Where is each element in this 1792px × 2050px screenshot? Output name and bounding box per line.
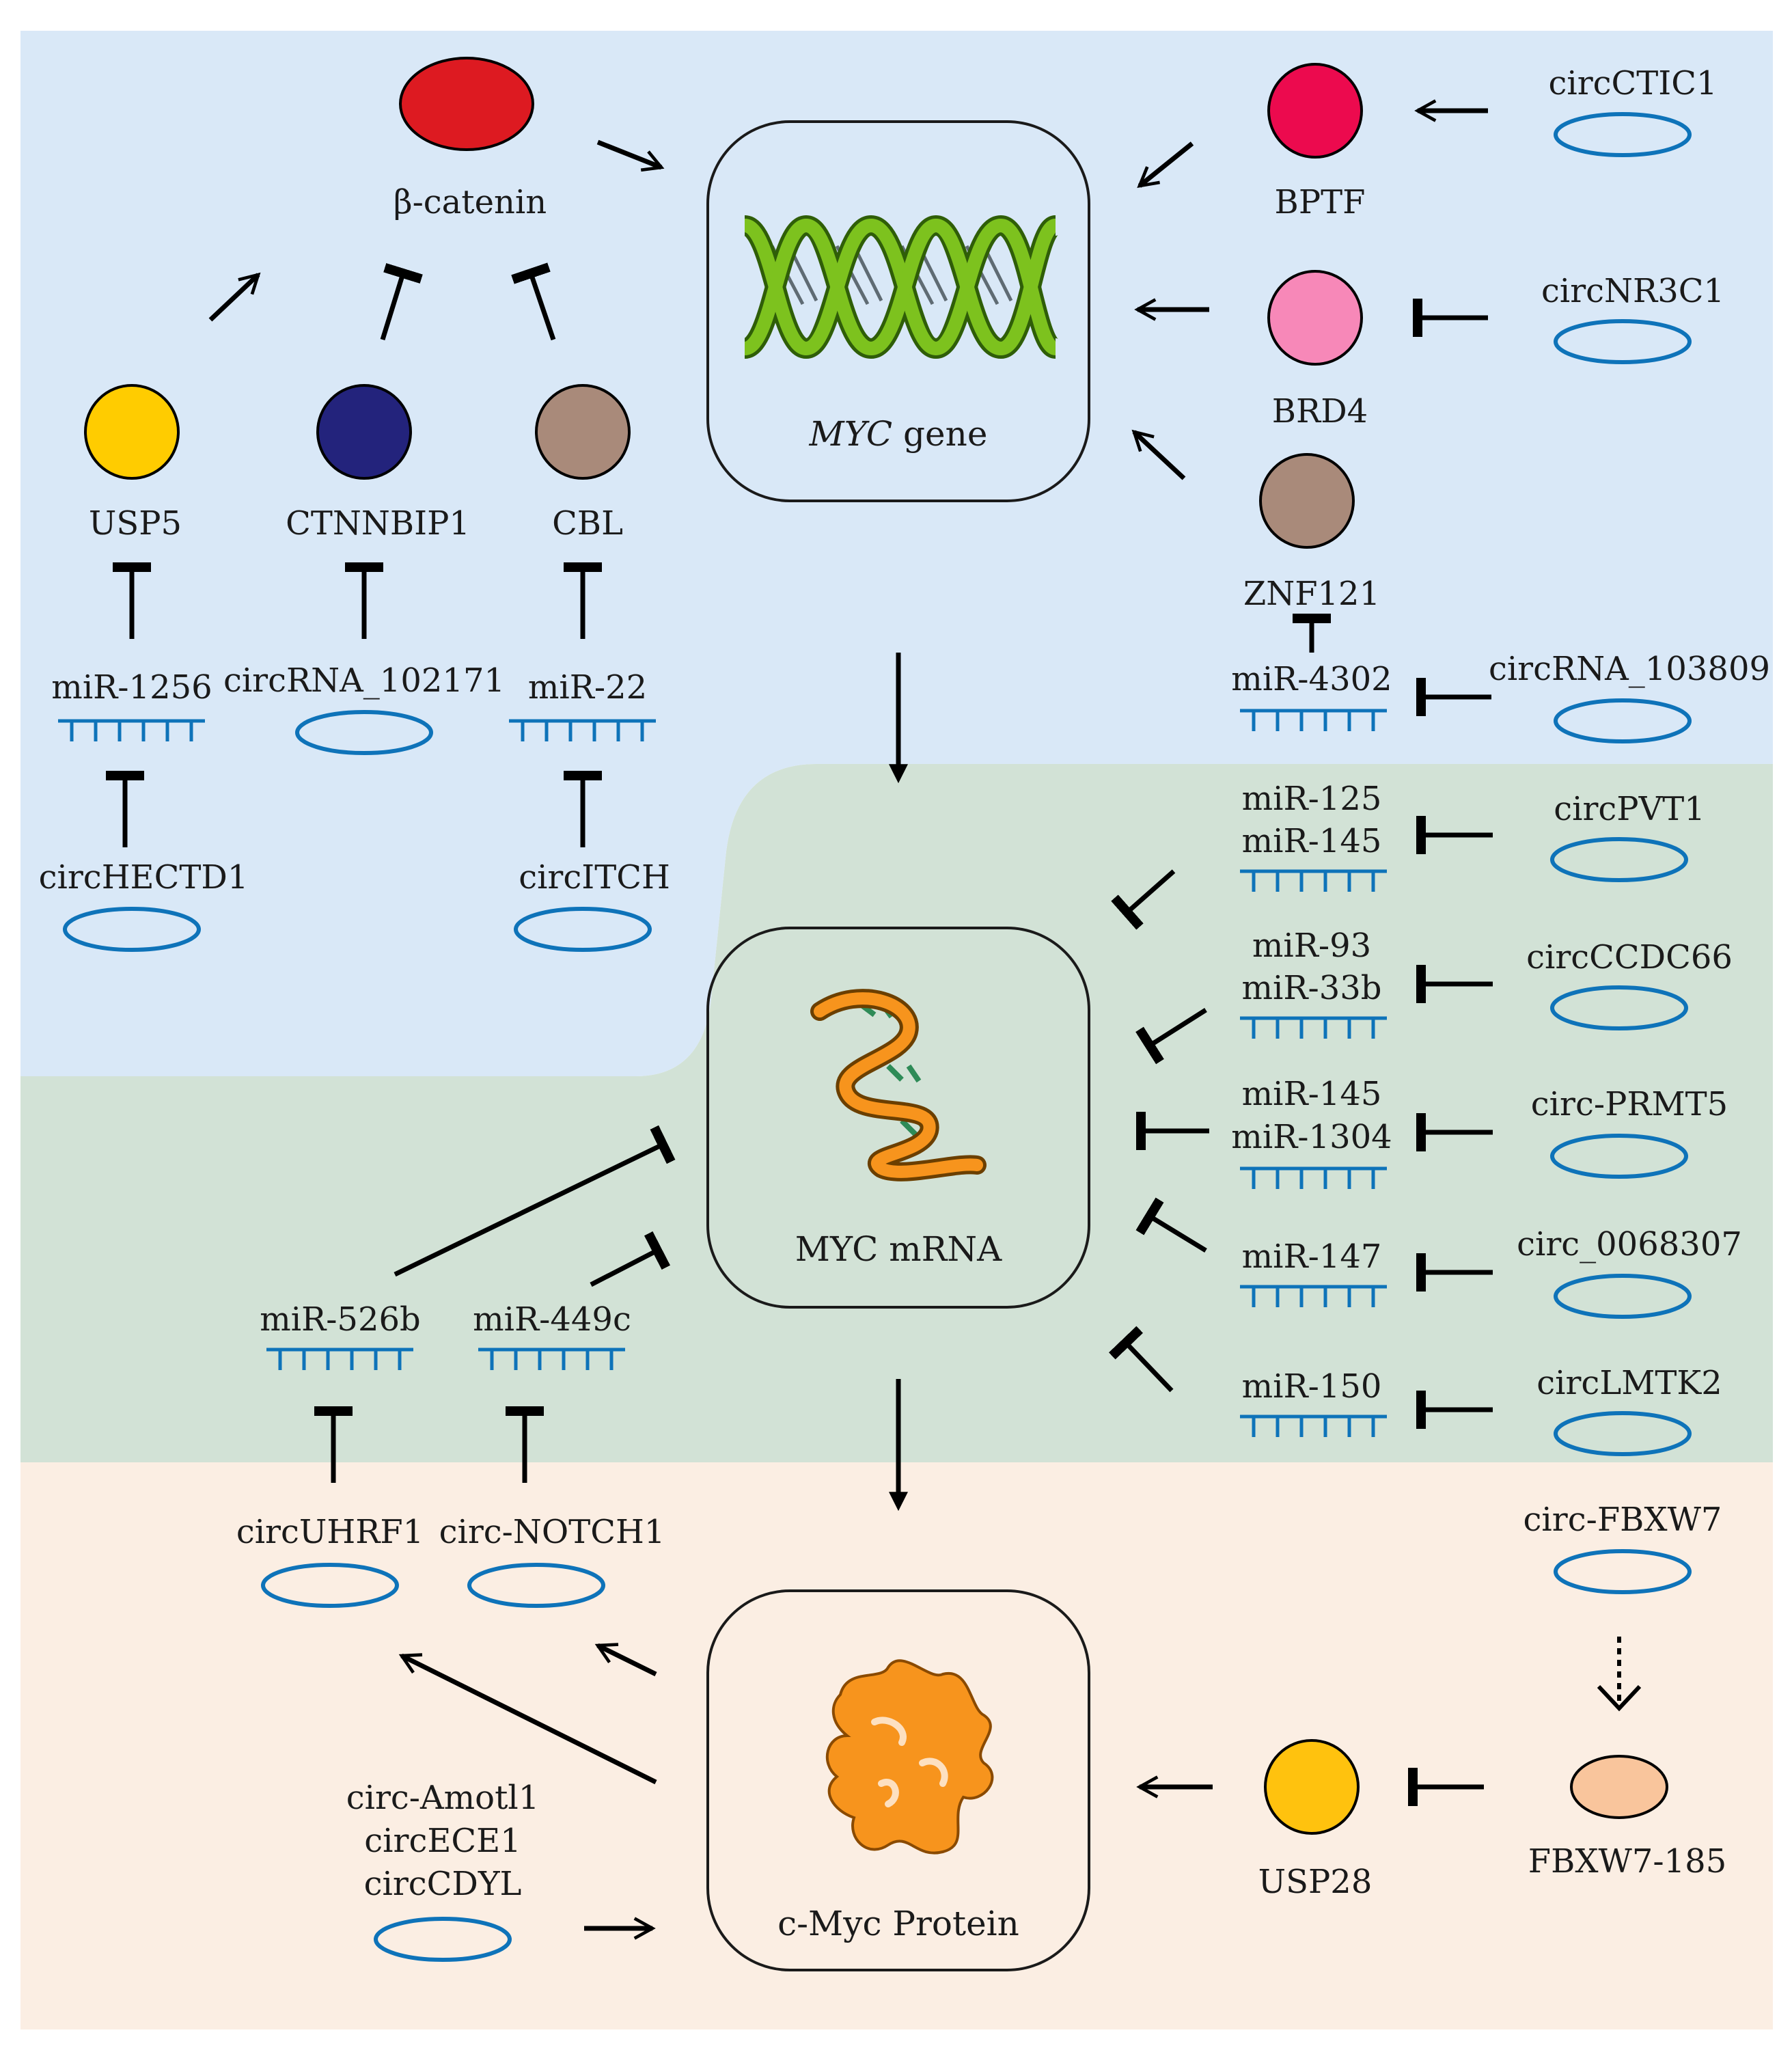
usp28-node	[1264, 1739, 1360, 1835]
mir-150-inhibits-mrna	[1108, 1326, 1174, 1393]
circccdc66-ring	[1550, 985, 1688, 1030]
mir-33b-label: miR-33b	[1241, 969, 1381, 1007]
znf121-label: ZNF121	[1243, 575, 1380, 613]
mir-1256-strand	[58, 719, 205, 741]
circ-fbxw7-label: circ-FBXW7	[1524, 1501, 1722, 1539]
mir-93-33b-strand	[1240, 1016, 1387, 1039]
circ-amotl1-group-ring	[374, 1917, 512, 1962]
mir-145-1304-strand	[1240, 1166, 1387, 1189]
mir-147-label: miR-147	[1242, 1238, 1382, 1276]
mir-4302-strand	[1240, 709, 1387, 731]
mir-145-a-label: miR-145	[1242, 822, 1382, 860]
mir-145-b-label: miR-145	[1242, 1075, 1382, 1113]
beta-catenin-to-gene-arrow	[596, 139, 665, 172]
protein-to-circuhrf1-arrow	[398, 1653, 657, 1785]
circccdc66-label: circCCDC66	[1526, 938, 1733, 976]
mir-526b-label: miR-526b	[260, 1300, 421, 1339]
circrna-102171-ring	[295, 710, 433, 755]
circctic1-label: circCTIC1	[1548, 64, 1717, 102]
circitch-label: circITCH	[519, 858, 670, 897]
circece1-label: circECE1	[364, 1822, 521, 1860]
myc-mrna-box	[706, 927, 1090, 1309]
bptf-label: BPTF	[1275, 183, 1366, 221]
circnr3c1-label: circNR3C1	[1541, 272, 1724, 310]
usp28-label: USP28	[1258, 1863, 1373, 1901]
myc-protein-box	[706, 1589, 1090, 1971]
mir-4302-label: miR-4302	[1231, 660, 1392, 698]
myc-gene-label: MYC gene	[809, 414, 988, 454]
mir-125-145-inhibits-mrna	[1111, 869, 1176, 930]
circlmtk2-ring	[1554, 1411, 1692, 1456]
usp5-label: USP5	[89, 504, 182, 543]
myc-protein-label: c-Myc Protein	[777, 1904, 1019, 1943]
usp5-to-beta-catenin-arrow	[208, 272, 261, 322]
circpvt1-label: circPVT1	[1554, 790, 1705, 828]
circ-0068307-ring	[1554, 1274, 1692, 1319]
mir-150-strand	[1240, 1414, 1387, 1437]
mir-147-strand	[1240, 1285, 1387, 1307]
znf121-node	[1259, 453, 1355, 549]
mir-1304-label: miR-1304	[1231, 1118, 1392, 1156]
mir-150-label: miR-150	[1242, 1367, 1382, 1406]
mir-147-inhibits-mrna	[1135, 1197, 1207, 1253]
circhectd1-label: circHECTD1	[39, 858, 249, 897]
protein-blob-icon	[825, 1659, 994, 1855]
circpvt1-ring	[1550, 837, 1688, 882]
mir-125-145-strand	[1240, 869, 1387, 892]
ctnnbip1-inhibits-beta-catenin	[380, 263, 423, 341]
mir-449c-inhibits-mrna	[590, 1231, 671, 1287]
circ-notch1-ring	[467, 1563, 605, 1608]
beta-catenin-node	[399, 57, 534, 151]
circcdyl-label: circCDYL	[364, 1865, 522, 1903]
ctnnbip1-label: CTNNBIP1	[286, 504, 470, 543]
mir-526b-inhibits-mrna	[394, 1125, 676, 1277]
circrna-102171-label: circRNA_102171	[223, 661, 505, 700]
circ-amotl1-label: circ-Amotl1	[346, 1779, 540, 1817]
bptf-node	[1267, 63, 1363, 159]
mir-22-label: miR-22	[528, 668, 647, 707]
brd4-node	[1267, 270, 1363, 366]
mrna-strand-icon	[810, 989, 987, 1181]
mir-93-33b-inhibits-mrna	[1135, 1008, 1207, 1065]
circctic1-ring	[1554, 112, 1692, 157]
fbxw7-185-label: FBXW7-185	[1528, 1842, 1726, 1881]
mir-125-label: miR-125	[1242, 780, 1382, 818]
circ-0068307-label: circ_0068307	[1517, 1225, 1742, 1263]
bptf-to-gene-arrow	[1137, 141, 1194, 189]
cbl-node	[535, 384, 631, 480]
dna-helix-icon	[742, 215, 1060, 359]
circ-prmt5-ring	[1550, 1134, 1688, 1179]
brd4-label: BRD4	[1272, 392, 1368, 430]
mir-449c-label: miR-449c	[473, 1300, 631, 1339]
circlmtk2-label: circLMTK2	[1536, 1364, 1722, 1402]
circ-prmt5-label: circ-PRMT5	[1531, 1085, 1728, 1123]
circrna-103809-label: circRNA_103809	[1489, 650, 1770, 688]
circuhrf1-label: circUHRF1	[236, 1513, 424, 1551]
circ-notch1-label: circ-NOTCH1	[439, 1513, 665, 1551]
circ-fbxw7-ring	[1554, 1549, 1692, 1594]
usp5-node	[84, 384, 180, 480]
myc-gene-box	[706, 120, 1090, 502]
circrna-103809-ring	[1554, 698, 1692, 743]
mir-526b-strand	[266, 1348, 413, 1370]
circ-fbxw7-translation-arrowhead	[1597, 1684, 1642, 1712]
circnr3c1-ring	[1554, 319, 1692, 364]
beta-catenin-label: β-catenin	[394, 183, 547, 221]
fbxw7-185-node	[1570, 1755, 1668, 1819]
mir-22-strand	[509, 719, 656, 741]
cbl-label: CBL	[552, 504, 623, 543]
znf121-to-gene-arrow	[1131, 429, 1186, 480]
circuhrf1-ring	[261, 1563, 399, 1608]
circitch-ring	[514, 907, 652, 952]
circhectd1-ring	[63, 907, 201, 952]
mir-93-label: miR-93	[1252, 927, 1371, 965]
myc-mrna-label: MYC mRNA	[795, 1229, 1002, 1269]
mir-1256-label: miR-1256	[51, 668, 212, 707]
cbl-inhibits-beta-catenin	[511, 262, 556, 341]
mir-449c-strand	[478, 1348, 625, 1370]
ctnnbip1-node	[316, 384, 412, 480]
protein-to-circ-notch1-arrow	[594, 1643, 657, 1677]
